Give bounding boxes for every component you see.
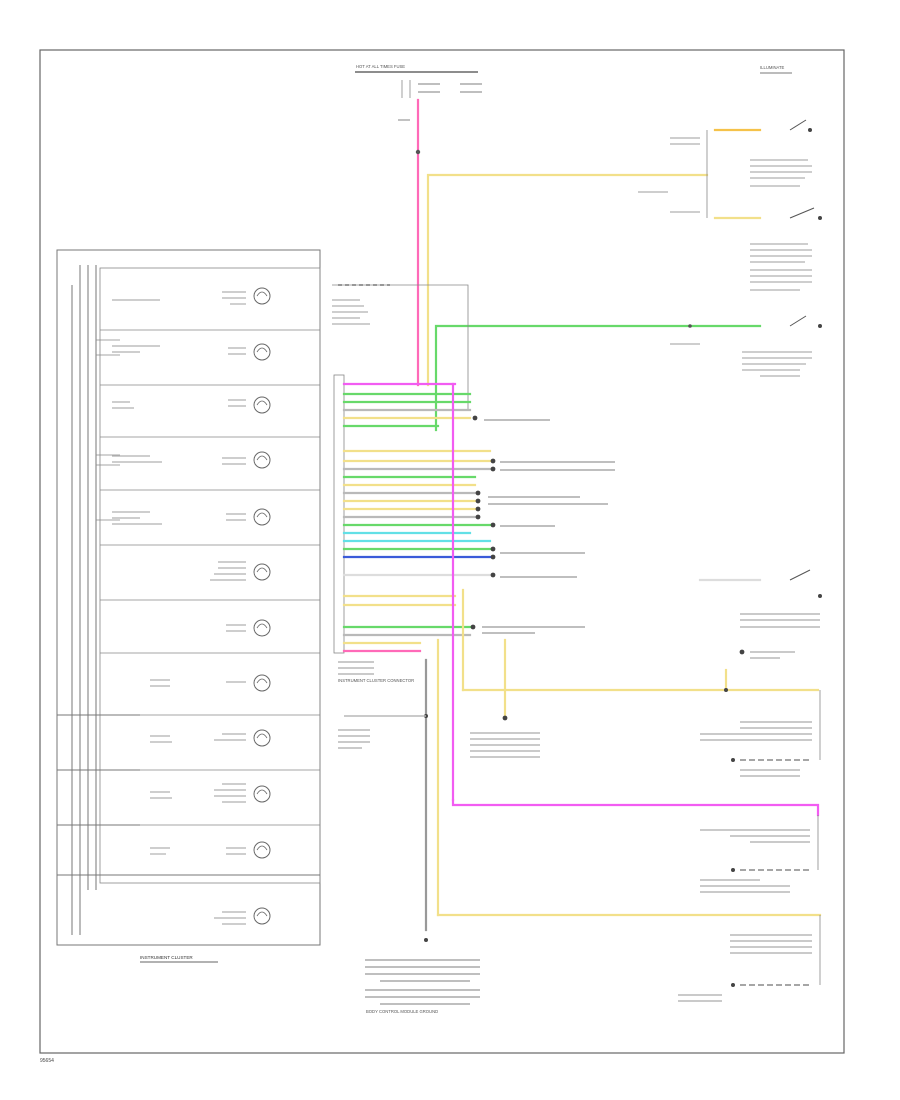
- relay-labels-top: [638, 137, 812, 291]
- lamp-icon: [253, 343, 271, 361]
- indicator-lamps: [253, 287, 271, 925]
- lamp-labels: [112, 291, 246, 963]
- lamp-icon: [253, 396, 271, 414]
- bcm-connector: [332, 284, 469, 410]
- center-lower-labels: [338, 661, 540, 1005]
- instrument-cluster-block: [56, 249, 321, 946]
- connector-destinations: [470, 415, 615, 634]
- vertical-trunks: [344, 382, 822, 942]
- diagram-frame: [39, 49, 845, 1054]
- lamp-icon: [253, 508, 271, 526]
- lamp-icon: [253, 729, 271, 747]
- lamp-icon: [253, 785, 271, 803]
- footer-code: 95654: [40, 1058, 54, 1064]
- lamp-icon: [253, 287, 271, 305]
- lamp-icon: [253, 451, 271, 469]
- right-lower-components: [678, 569, 822, 1002]
- cluster-title: INSTRUMENT CLUSTER: [140, 955, 193, 960]
- top-center-label: HOT AT ALL TIMES FUSE: [356, 64, 405, 69]
- lamp-icon: [253, 563, 271, 581]
- lamp-icon: [253, 619, 271, 637]
- lamp-icon: [253, 907, 271, 925]
- lamp-icon: [253, 674, 271, 692]
- pink-supply-wire: [398, 98, 421, 387]
- lamp-icon: [253, 841, 271, 859]
- connector-title: INSTRUMENT CLUSTER CONNECTOR: [338, 678, 414, 683]
- green-sensor-wire: [434, 315, 822, 432]
- yellow-relay-wire: [426, 119, 822, 387]
- top-fuse-label: [355, 71, 482, 98]
- top-right-label-text: ILLUMINATE: [760, 65, 785, 70]
- cluster-connector: [333, 374, 492, 654]
- bottom-block-label: BODY CONTROL MODULE GROUND: [366, 1009, 438, 1014]
